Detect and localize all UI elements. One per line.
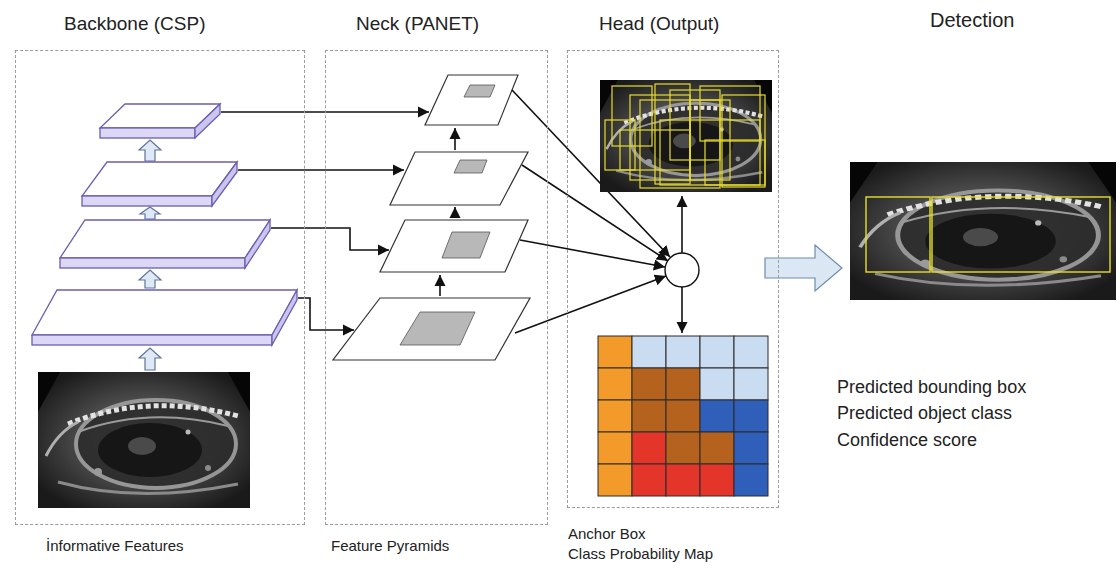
lateral-connection bbox=[271, 228, 389, 250]
feature-plate bbox=[82, 162, 237, 196]
feature-plate bbox=[100, 128, 195, 138]
head-input bbox=[681, 196, 683, 253]
lateral-connection bbox=[238, 169, 404, 171]
pyramid-flow bbox=[454, 128, 456, 150]
output-note: Predicted object class bbox=[837, 403, 1012, 425]
probability-grid bbox=[598, 336, 632, 368]
merge-circle bbox=[665, 253, 699, 287]
feature-plate bbox=[32, 335, 272, 345]
detection-box bbox=[932, 197, 1110, 272]
output-note: Confidence score bbox=[837, 430, 977, 452]
panel-heading: Head (Output) bbox=[599, 13, 719, 36]
anchor-box bbox=[660, 120, 760, 185]
pyramid-level bbox=[454, 160, 487, 173]
stage-panel: Backbone (CSP)İnformative Features bbox=[15, 50, 305, 525]
head-input bbox=[520, 240, 665, 267]
probability-grid bbox=[734, 336, 768, 368]
pyramid-level bbox=[425, 75, 518, 125]
feature-plate bbox=[82, 196, 212, 206]
probability-grid bbox=[734, 400, 768, 432]
probability-grid bbox=[598, 432, 632, 464]
pyramid-level bbox=[390, 152, 528, 205]
probability-grid bbox=[666, 432, 700, 464]
stage-panel: Head (Output)Anchor BoxClass Probability… bbox=[567, 50, 779, 508]
probability-grid bbox=[632, 336, 666, 368]
input-ultrasound bbox=[38, 372, 250, 508]
lateral-connection bbox=[298, 298, 354, 330]
flow-arrow bbox=[140, 207, 160, 219]
anchor-box bbox=[605, 120, 635, 170]
pyramid-level bbox=[464, 85, 495, 97]
head-ultrasound bbox=[600, 80, 772, 192]
pyramid-level bbox=[400, 312, 475, 345]
pyramid-level bbox=[333, 298, 530, 360]
panel-heading: Neck (PANET) bbox=[356, 13, 479, 36]
probability-grid bbox=[666, 368, 700, 400]
feature-plate bbox=[245, 220, 270, 268]
probability-grid bbox=[734, 464, 768, 496]
feature-plate bbox=[32, 290, 297, 335]
probability-grid bbox=[734, 368, 768, 400]
feature-plate bbox=[32, 104, 297, 345]
head-input bbox=[681, 287, 683, 333]
anchor-box bbox=[640, 100, 720, 188]
pyramid-flow bbox=[439, 275, 441, 296]
feature-plate bbox=[195, 104, 220, 138]
panel-caption: Class Probability Map bbox=[568, 545, 713, 563]
probability-grid bbox=[700, 432, 734, 464]
flow-arrow bbox=[139, 140, 161, 161]
probability-grid bbox=[598, 336, 768, 496]
pyramid-level bbox=[380, 220, 528, 272]
probability-grid bbox=[598, 400, 632, 432]
probability-grid bbox=[700, 336, 734, 368]
feature-plate bbox=[60, 220, 270, 258]
probability-grid bbox=[700, 368, 734, 400]
detection-box bbox=[866, 197, 930, 272]
section-heading: Detection bbox=[930, 8, 1015, 32]
probability-grid bbox=[598, 368, 632, 400]
probability-grid bbox=[666, 336, 700, 368]
anchor-box bbox=[722, 95, 765, 187]
pyramid-flow bbox=[440, 128, 455, 296]
feature-plate bbox=[272, 290, 297, 345]
anchor-box bbox=[705, 140, 765, 185]
pyramid-flow bbox=[454, 207, 456, 218]
probability-grid bbox=[598, 464, 632, 496]
probability-grid bbox=[734, 432, 768, 464]
feature-plate bbox=[212, 162, 237, 206]
anchor-box bbox=[700, 86, 760, 141]
panel-caption: Anchor Box bbox=[568, 525, 646, 543]
head-input bbox=[515, 276, 666, 333]
pyramid-level bbox=[442, 232, 490, 258]
probability-grid bbox=[700, 400, 734, 432]
probability-grid bbox=[700, 464, 734, 496]
probability-grid bbox=[666, 464, 700, 496]
flow-arrow bbox=[139, 270, 161, 288]
output-note: Predicted bounding box bbox=[837, 377, 1026, 399]
output-arrow bbox=[765, 245, 842, 291]
feature-plate bbox=[60, 258, 245, 268]
panel-caption: Feature Pyramids bbox=[331, 537, 449, 555]
flow-arrow bbox=[139, 348, 161, 370]
panel-caption: İnformative Features bbox=[46, 537, 184, 555]
anchor-box bbox=[605, 84, 765, 188]
detection-box bbox=[866, 197, 1110, 272]
probability-grid bbox=[632, 464, 666, 496]
anchor-box bbox=[620, 130, 690, 170]
probability-grid bbox=[632, 432, 666, 464]
probability-grid bbox=[666, 400, 700, 432]
stage-panel: Neck (PANET)Feature Pyramids bbox=[325, 50, 548, 525]
pyramid-level bbox=[333, 75, 530, 360]
probability-grid bbox=[632, 400, 666, 432]
panel-heading: Backbone (CSP) bbox=[64, 13, 206, 36]
probability-grid bbox=[632, 368, 666, 400]
detection-ultrasound bbox=[850, 162, 1116, 300]
